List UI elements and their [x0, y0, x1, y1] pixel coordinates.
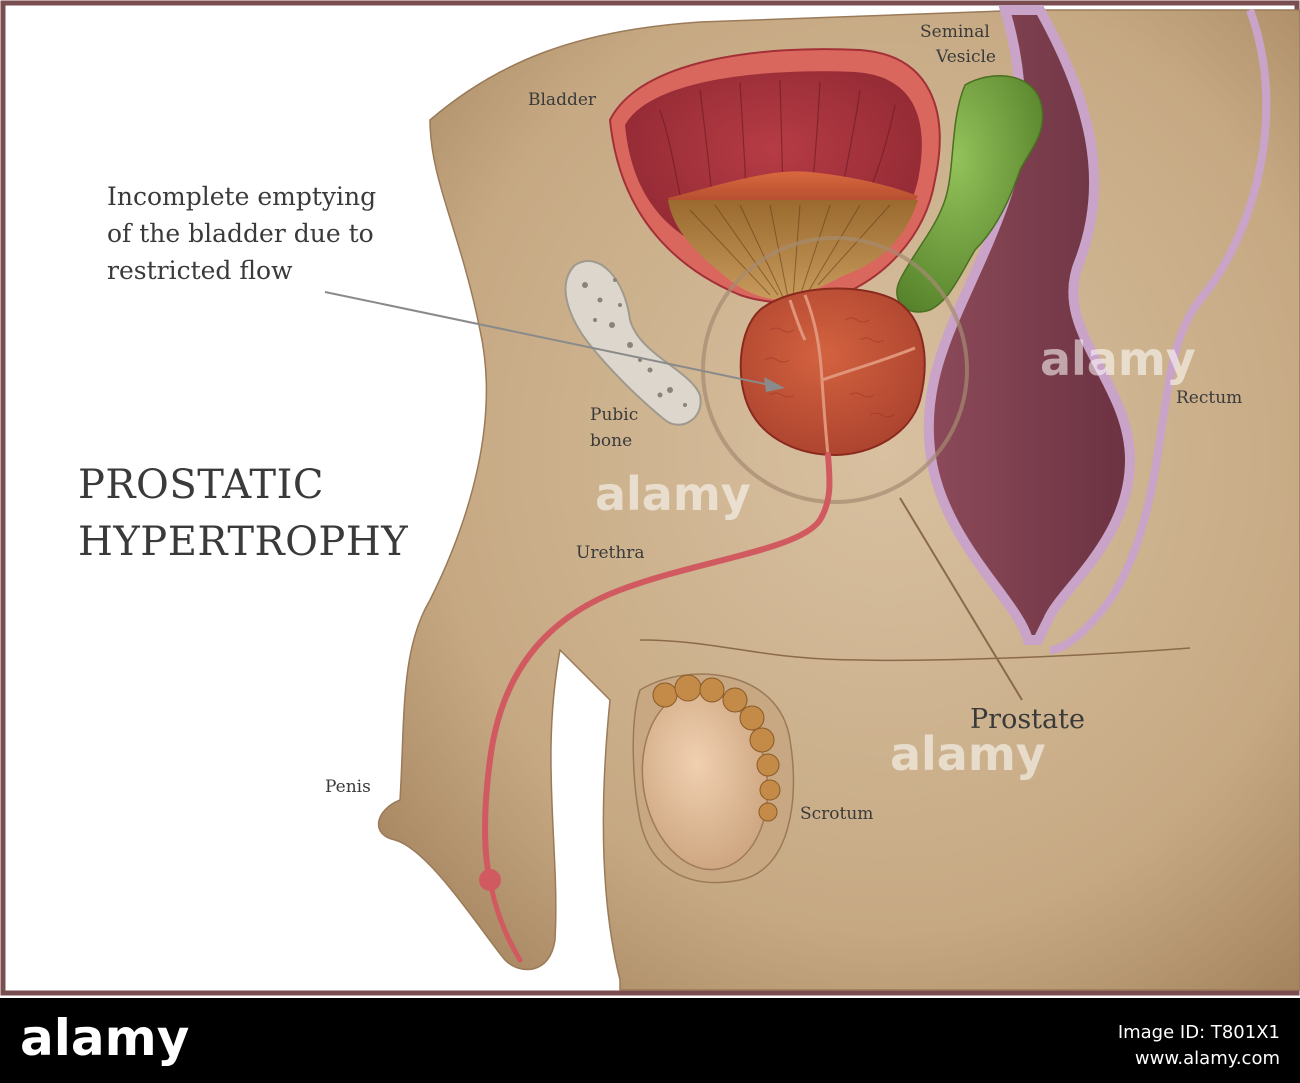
glans-meatus [479, 869, 501, 891]
label-seminal-vesicle-1: Seminal [920, 22, 990, 42]
title-line-1: PROSTATIC [78, 462, 324, 508]
callout-line-1: Incomplete emptying [107, 182, 376, 211]
label-pubic-bone-2: bone [590, 431, 632, 451]
label-pubic-bone-1: Pubic [590, 405, 638, 425]
bladder-neck-folds [689, 204, 891, 299]
prostate-gland [739, 287, 926, 457]
label-rectum: Rectum [1176, 388, 1242, 408]
epididymis [652, 674, 781, 822]
bladder-neck [668, 200, 918, 300]
pubic-bone-pores [582, 278, 687, 407]
footer-logo: alamy [20, 1009, 189, 1067]
footer-bar [0, 998, 1300, 1083]
urethra [482, 452, 833, 883]
callout-line-3: restricted flow [107, 256, 293, 285]
label-seminal-vesicle-2: Vesicle [935, 47, 996, 67]
title-line-2: HYPERTROPHY [78, 519, 408, 565]
label-bladder: Bladder [528, 90, 597, 110]
thigh-outline [639, 639, 1191, 662]
label-scrotum: Scrotum [800, 804, 873, 824]
watermark-2: alamy [595, 467, 751, 521]
label-penis: Penis [325, 777, 371, 797]
prostate-texture [764, 317, 895, 418]
callout-arrow-line [324, 291, 771, 386]
prostate-lobes [788, 294, 916, 456]
seminal-vesicle [896, 74, 1044, 313]
watermark-3: alamy [890, 727, 1046, 781]
callout-line-2: of the bladder due to [107, 219, 374, 248]
label-prostate: Prostate [970, 704, 1085, 735]
callout-arrowhead [764, 377, 785, 392]
label-urethra: Urethra [576, 543, 645, 563]
residual-urine [668, 171, 918, 206]
rectum-outer-wall [1049, 8, 1271, 654]
footer-image-id: Image ID: T801X1 [1118, 1022, 1280, 1043]
prostate-leader-line [899, 497, 1023, 701]
footer-site: www.alamy.com [1135, 1048, 1280, 1069]
watermark-1: alamy [1040, 332, 1196, 386]
